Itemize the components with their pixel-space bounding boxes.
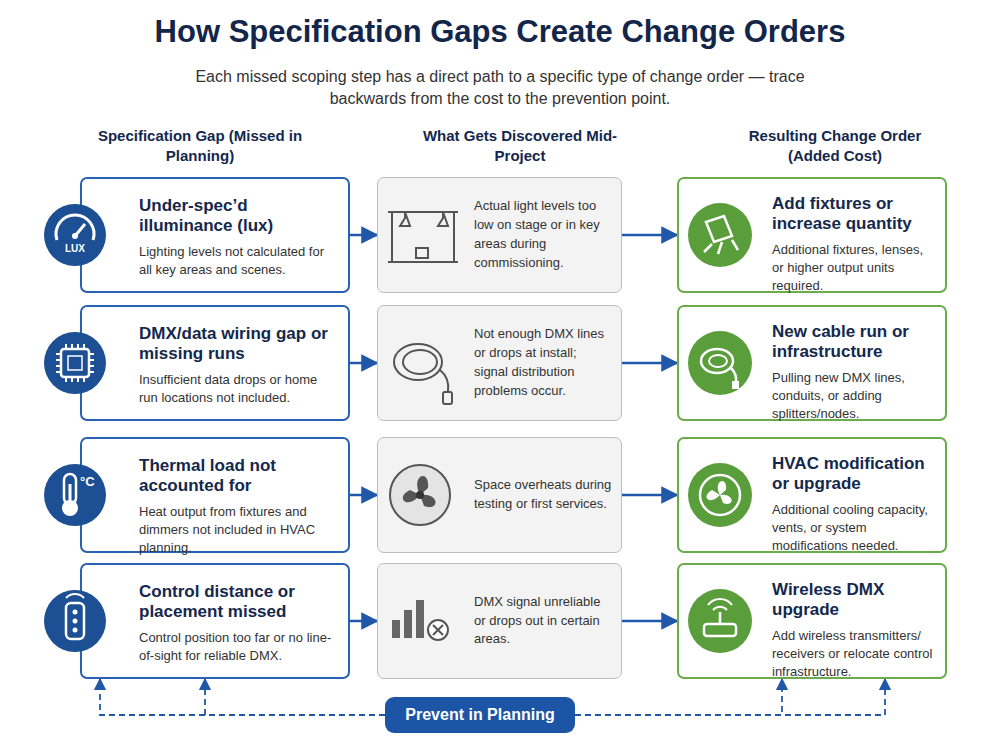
flow-arrow [622,362,677,365]
box-heading: Prevent in Planning [405,706,554,724]
box-body: Control position too far or no line-of-s… [139,629,338,665]
box-body: Additional cooling capacity, vents, or s… [772,501,937,555]
diagram-caption: Each missed scoping step has a direct pa… [170,66,830,111]
box-heading: DMX/data wiring gap or missing runs [139,324,338,365]
box-heading: Wireless DMX upgrade [772,580,937,621]
flow-arrow [350,494,377,497]
box-heading: New cable run or infrastructure [772,322,937,363]
flow-arrow [622,234,677,237]
box-body: Additional fixtures, lenses, or higher o… [772,241,937,295]
column-header: What Gets Discovered Mid-Project [415,126,625,165]
box-heading: Not enough DMX lines or drops at install… [474,325,613,400]
flow-arrow [350,620,377,623]
gap-box: Control distance or placement missedCont… [80,563,350,679]
box-heading: Control distance or placement missed [139,582,338,623]
prevent-button: Prevent in Planning [385,697,575,733]
box-heading: Actual light levels too low on stage or … [474,197,613,272]
box-body: Insufficient data drops or home run loca… [139,371,338,407]
discovery-box: Not enough DMX lines or drops at install… [377,305,622,421]
box-heading: Under-spec’d illuminance (lux) [139,196,338,237]
icon-label: °C [80,474,104,489]
gap-box: DMX/data wiring gap or missing runsInsuf… [80,305,350,421]
column-header: Resulting Change Order (Added Cost) [730,126,940,165]
box-body: Add wireless transmitters/ receivers or … [772,627,937,681]
box-heading: Thermal load not accounted for [139,456,338,497]
flow-arrow [622,620,677,623]
diagram-title: How Specification Gaps Create Change Ord… [0,14,1000,50]
dashed-connector [575,679,782,715]
change-order-box: Add fixtures or increase quantityAdditio… [677,177,947,293]
icon-label: LUX [55,243,95,254]
dashed-connector [100,679,385,715]
box-body: Pulling new DMX lines, conduits, or addi… [772,369,937,423]
box-body: Lighting levels not calculated for all k… [139,243,338,279]
discovery-box: Actual light levels too low on stage or … [377,177,622,293]
change-order-box: New cable run or infrastructurePulling n… [677,305,947,421]
flow-arrow [622,494,677,497]
gap-box: Thermal load not accounted forHeat outpu… [80,437,350,553]
dashed-connector [205,679,385,715]
box-heading: DMX signal unreliable or drops out in ce… [474,593,613,650]
flow-arrow [350,234,377,237]
discovery-box: DMX signal unreliable or drops out in ce… [377,563,622,679]
box-heading: Space overheats during testing or first … [474,476,613,514]
box-heading: HVAC modification or upgrade [772,454,937,495]
gap-box: Under-spec’d illuminance (lux) Lighting l… [80,177,350,293]
change-order-box: HVAC modification or upgradeAdditional c… [677,437,947,553]
discovery-box: Space overheats during testing or first … [377,437,622,553]
change-order-box: Wireless DMX upgradeAdd wireless transmi… [677,563,947,679]
flow-arrow [350,362,377,365]
column-header: Specification Gap (Missed in Planning) [95,126,305,165]
box-heading: Add fixtures or increase quantity [772,194,937,235]
box-body: Heat output from fixtures and dimmers no… [139,503,338,557]
dashed-connector [575,679,885,715]
